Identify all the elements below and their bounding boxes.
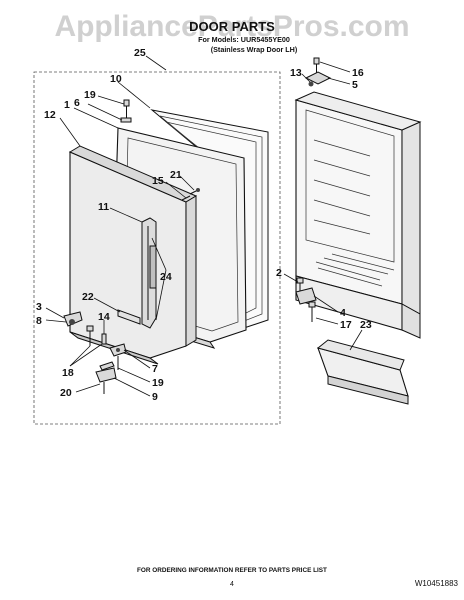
callout-12: 12 [44,109,56,121]
door-handle [141,217,157,329]
callout-19-top: 19 [84,89,96,101]
callout-numbers: 25 10 1 12 19 6 21 15 11 24 22 3 8 14 18… [36,47,372,403]
document-number: W10451883 [415,579,459,588]
callout-18: 18 [62,367,74,379]
refrigerator-cabinet [294,91,422,339]
callout-20: 20 [60,387,72,399]
callout-19-bottom: 19 [152,377,164,389]
model-line: For Models: UUR5455YE00 [198,35,290,44]
callout-3: 3 [36,301,42,313]
callout-16: 16 [352,67,364,79]
callout-1: 1 [64,99,70,111]
watermark: AppliancePartsPros.com [54,10,409,43]
bottom-hinge-parts [63,311,127,394]
callout-14: 14 [98,311,110,323]
callout-6: 6 [74,97,80,109]
callout-24: 24 [160,271,172,283]
callout-8: 8 [36,315,42,327]
ordering-note: FOR ORDERING INFORMATION REFER TO PARTS … [137,567,327,574]
leader-lines [45,55,363,397]
callout-15: 15 [152,175,164,187]
callout-25: 25 [134,47,146,59]
callout-22: 22 [82,291,94,303]
cabinet-hinge-parts [295,57,332,322]
door-assembly-outline [33,71,281,425]
callout-21: 21 [170,169,182,181]
variant-line: (Stainless Wrap Door LH) [211,45,298,54]
page-number: 4 [230,581,234,588]
callout-5: 5 [352,79,358,91]
callout-9: 9 [152,391,158,403]
door-bin [316,339,409,405]
callout-2: 2 [276,267,282,279]
callout-23: 23 [360,319,372,331]
outer-door-panel [68,145,198,365]
callout-10: 10 [110,73,122,85]
callout-17: 17 [340,319,352,331]
trim-strip [117,309,141,325]
top-hinge-screws [120,99,132,123]
callout-4: 4 [340,307,346,319]
callout-11: 11 [98,201,109,213]
page-title: DOOR PARTS [189,19,275,34]
callout-13: 13 [290,67,302,79]
callout-7: 7 [152,363,158,375]
